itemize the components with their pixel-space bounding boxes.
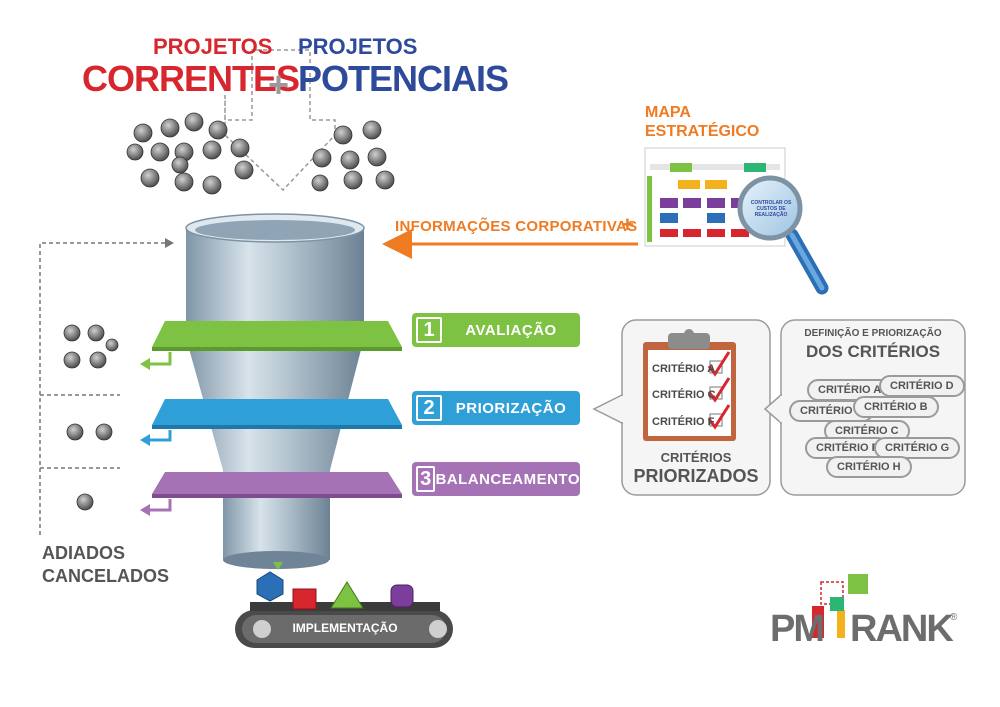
implementacao-label: IMPLEMENTAÇÃO <box>292 621 398 635</box>
potenciais-big-label: POTENCIAIS <box>298 58 509 99</box>
logo-pm-text: PM <box>770 608 825 650</box>
logo-registered-mark: ® <box>950 612 958 623</box>
magnifier-caption: CONTROLAR OS CUSTOS DE REALIZAÇÃO <box>750 200 792 218</box>
pmrank-logo-mark <box>812 574 868 638</box>
reject-arrows <box>140 352 172 516</box>
correntes-small-label: PROJETOS <box>153 34 273 59</box>
criteria-pill: CRITÉRIO H <box>826 456 912 478</box>
criteria-title-small: DEFINIÇÃO E PRIORIZAÇÃO <box>804 328 942 339</box>
mapa-title-line2: ESTRATÉGICO <box>645 123 760 140</box>
step-label: AVALIAÇÃO <box>465 321 557 339</box>
priorizados-caption-big: PRIORIZADOS <box>633 466 759 486</box>
mapa-title-line1: MAPA <box>645 104 691 121</box>
magnifier-icon <box>737 175 829 295</box>
loop-arrowhead <box>165 238 174 248</box>
step-priorizacao: 2 PRIORIZAÇÃO <box>412 391 580 425</box>
merge-dashed-arrows <box>224 49 336 192</box>
clipboard-item: CRITÉRIO F <box>652 416 715 428</box>
plus-sign: + <box>268 64 290 105</box>
criteria-title-big: DOS CRITÉRIOS <box>805 342 941 361</box>
step-number: 1 <box>416 317 442 343</box>
correntes-big-label: CORRENTES <box>82 58 300 99</box>
check-marks <box>707 351 731 430</box>
filter-plates <box>152 321 402 498</box>
implemented-shapes <box>256 562 414 610</box>
criteria-pill: CRITÉRIO G <box>874 437 961 459</box>
potenciais-small-label: PROJETOS <box>298 34 418 59</box>
criteria-pill: CRITÉRIO A <box>807 379 893 401</box>
rock-cluster-top <box>126 112 395 195</box>
step-number: 2 <box>416 395 442 421</box>
panel-pointer <box>592 393 623 425</box>
informacoes-plus: + <box>621 212 634 237</box>
clipboard-icon <box>643 329 736 441</box>
rock-cluster-left <box>63 324 119 511</box>
left-dashed-loop <box>39 242 165 535</box>
step-label: BALANCEAMENTO <box>435 470 580 488</box>
criteria-pill: CRITÉRIO D <box>879 375 965 397</box>
criterios-caption-small: CRITÉRIOS <box>660 450 732 465</box>
cancelados-label: CANCELADOS <box>42 566 170 586</box>
criteria-pill: CRITÉRIO E <box>789 400 874 422</box>
criteria-pill: CRITÉRIO B <box>853 396 939 418</box>
informacoes-label: INFORMAÇÕES CORPORATIVAS <box>395 218 638 235</box>
funnel <box>185 213 365 569</box>
step-number: 3 <box>416 466 436 492</box>
logo-rank-text: RANK <box>850 608 954 650</box>
step-balanceamento: 3 BALANCEAMENTO <box>412 462 580 496</box>
step-label: PRIORIZAÇÃO <box>455 399 567 417</box>
step-avaliacao: 1 AVALIAÇÃO <box>412 313 580 347</box>
conveyor <box>235 602 453 648</box>
clipboard-item: CRITÉRIO C <box>652 389 716 401</box>
adiados-label: ADIADOS <box>42 543 126 563</box>
criteria-pill: CRITÉRIO C <box>824 420 910 442</box>
clipboard-item: CRITÉRIO A <box>652 363 716 375</box>
